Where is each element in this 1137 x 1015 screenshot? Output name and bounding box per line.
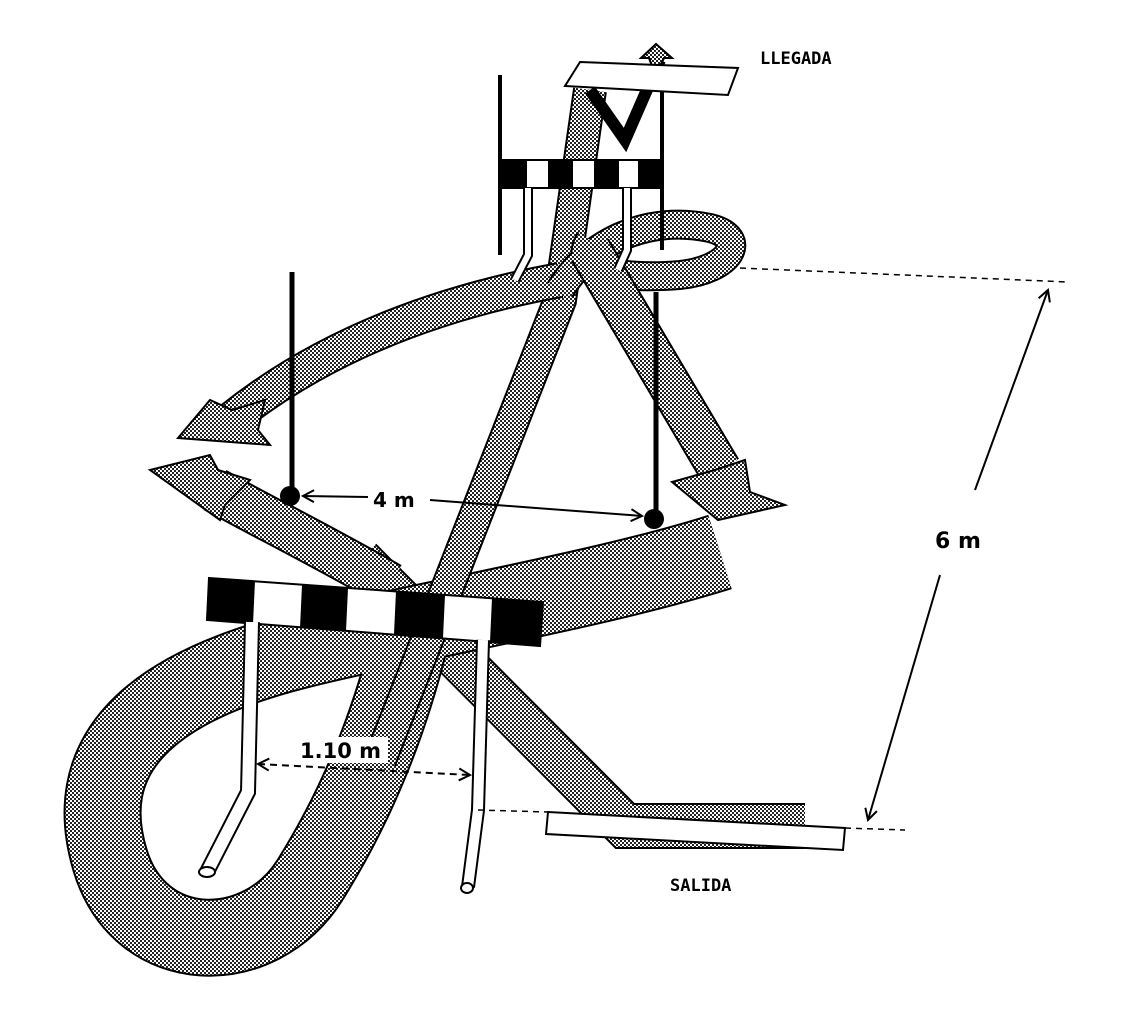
start-label: SALIDA [670,876,731,896]
hurdle-width-label-bg [296,737,388,763]
path-segment-left-arrow-lower [147,453,402,605]
pole-spacing-dimension [303,496,642,516]
left-pole [280,272,300,506]
top-hurdle-bar [501,159,663,189]
pole-spacing-label: 4 m [373,488,415,512]
bottom-hurdle-bar [205,576,545,648]
finish-line [563,60,740,97]
course-length-label: 6 m [935,529,981,554]
start-line [544,810,847,852]
top-hurdle [498,75,664,283]
path-segment-upper-left-arrow [175,262,564,447]
bottom-hurdle [198,576,545,894]
course-length-dimension [477,267,1069,831]
hurdle-width-label: 1.10 m [300,739,381,763]
right-pole [644,292,664,529]
course-path [63,42,805,977]
path-segment-right-arrow [571,238,789,522]
finish-label: LLEGADA [760,49,832,69]
